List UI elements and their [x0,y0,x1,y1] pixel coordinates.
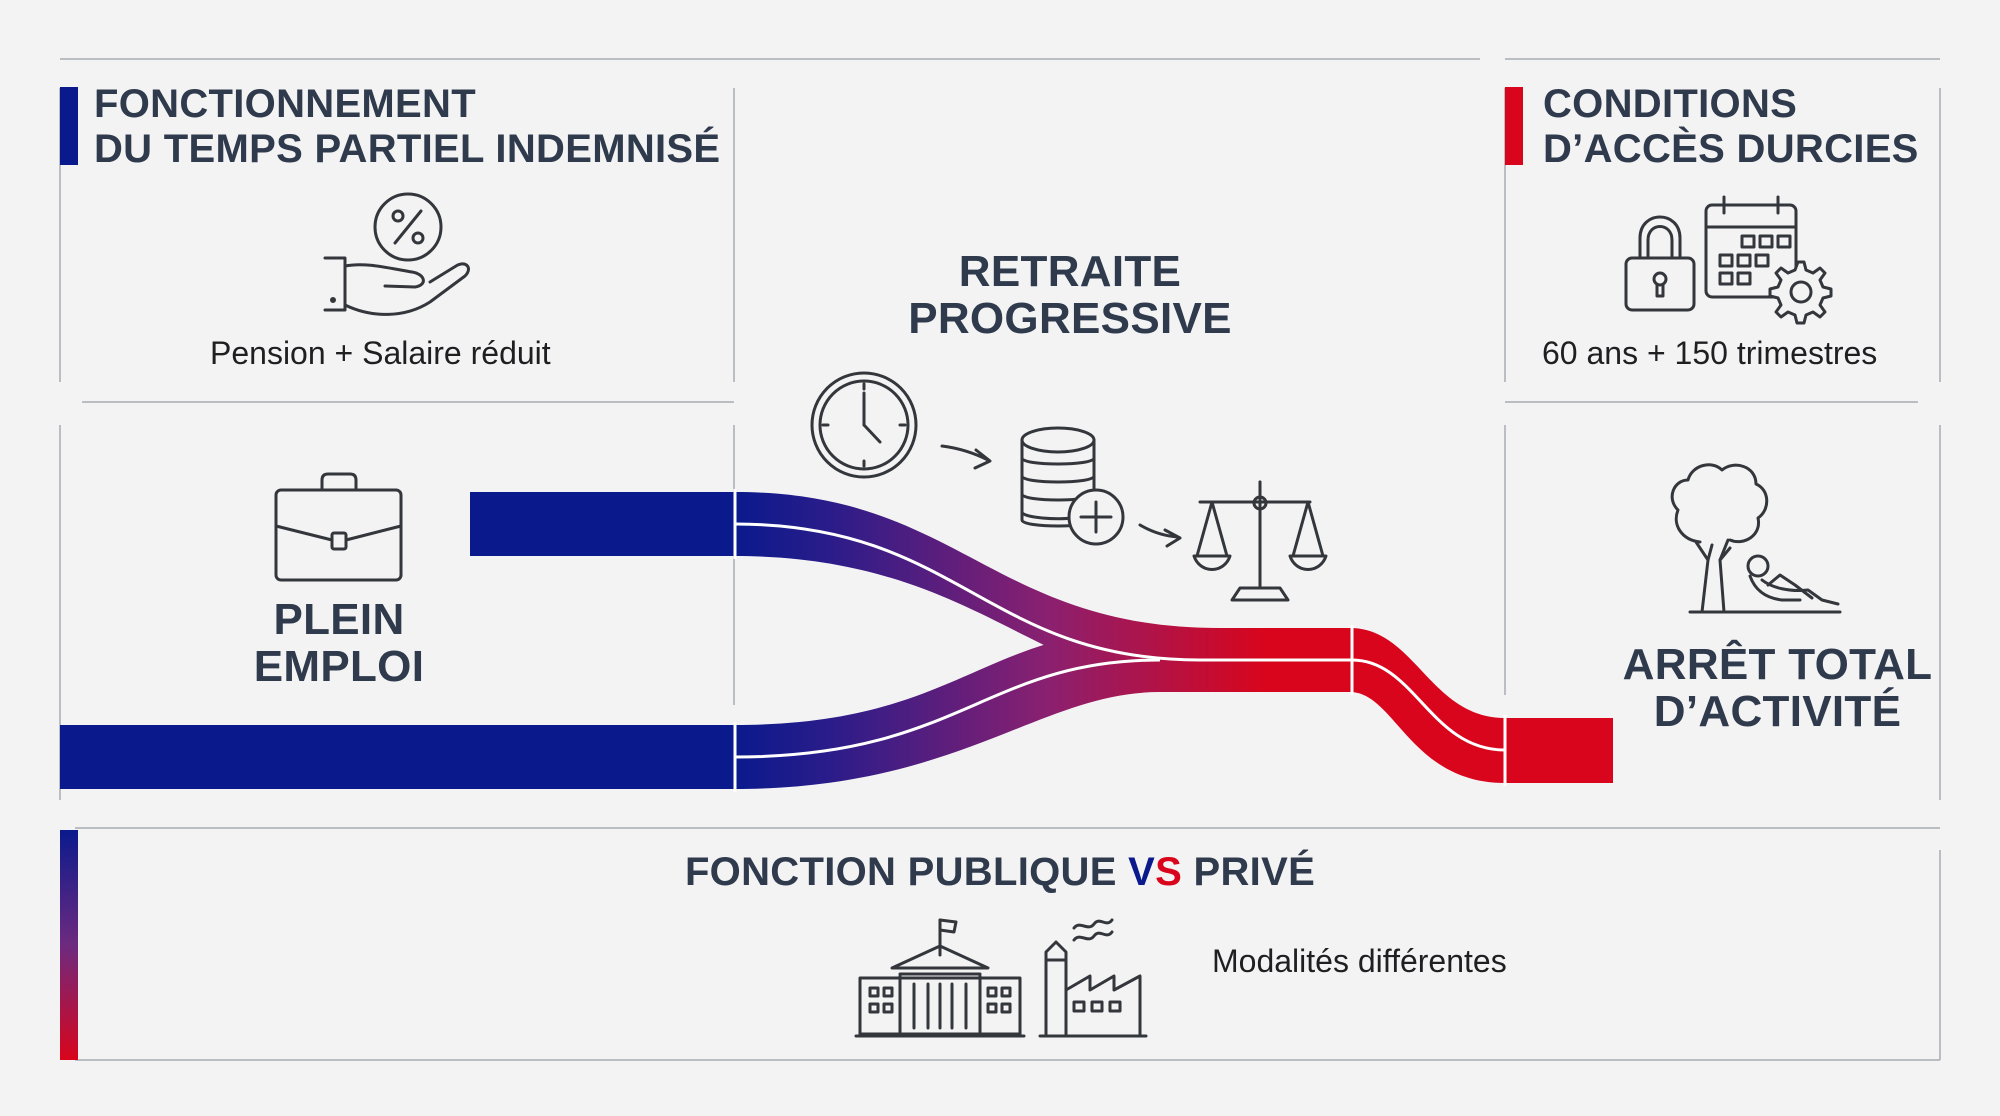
clock-icon [810,371,918,479]
padlock-icon [1624,215,1696,312]
arret-total-title-line2: D’ACTIVITÉ [1653,687,1902,736]
accent-bar-red [1505,87,1523,165]
calendar-gear-icon [1704,195,1833,325]
prive-label: PRIVÉ [1182,850,1316,894]
temps-partiel-subtitle: Pension + Salaire réduit [210,335,551,371]
arret-total-title: ARRÊT TOTAL D’ACTIVITÉ [1600,641,1955,735]
flow-stop-block [1505,718,1613,783]
flow-lower-branch [735,628,1352,789]
temps-partiel-title: FONCTIONNEMENT DU TEMPS PARTIEL INDEMNIS… [94,82,720,172]
conditions-acces-title: CONDITIONS D’ACCÈS DURCIES [1543,82,1919,172]
factory-icon [1038,918,1148,1038]
arrow-2-icon [1138,523,1182,548]
temps-partiel-title-line2: DU TEMPS PARTIEL INDEMNISÉ [94,127,721,171]
plein-emploi-title-line2: EMPLOI [253,642,425,691]
conditions-acces-subtitle: 60 ans + 150 trimestres [1542,335,1878,371]
vs-letter-v: V [1128,850,1156,894]
tree-rest-icon [1670,463,1842,614]
retraite-progressive-title-line1: RETRAITE [958,247,1182,296]
flow-upper-straight [470,492,735,556]
flow-drop-to-stop [1350,628,1505,783]
briefcase-icon [274,472,403,582]
retraite-progressive-title: RETRAITE PROGRESSIVE [880,248,1260,342]
career-flow [60,489,1613,792]
plein-emploi-title: PLEIN EMPLOI [200,596,478,690]
conditions-acces-title-line2: D’ACCÈS DURCIES [1543,127,1919,171]
conditions-acces-title-line1: CONDITIONS [1543,82,1798,126]
government-building-icon [854,918,1026,1038]
flow-lower-straight [60,725,735,789]
retraite-progressive-title-line2: PROGRESSIVE [908,294,1232,343]
coins-plus-icon [1020,426,1125,546]
accent-bar-gradient [60,830,78,1060]
fonction-publique-vs-prive-title: FONCTION PUBLIQUE VS PRIVÉ [600,850,1400,895]
scales-icon [1192,480,1328,602]
percent-hand-icon [323,192,470,316]
vs-letter-s: S [1155,850,1183,894]
arret-total-title-line1: ARRÊT TOTAL [1622,640,1933,689]
grid-lines [59,58,1941,1061]
plein-emploi-title-line1: PLEIN [273,595,405,644]
temps-partiel-title-line1: FONCTIONNEMENT [94,82,476,126]
fonction-publique-label: FONCTION PUBLIQUE [684,850,1129,894]
accent-bar-blue [60,87,78,165]
modalites-subtitle: Modalités différentes [1212,943,1507,979]
arrow-1-icon [940,444,992,470]
